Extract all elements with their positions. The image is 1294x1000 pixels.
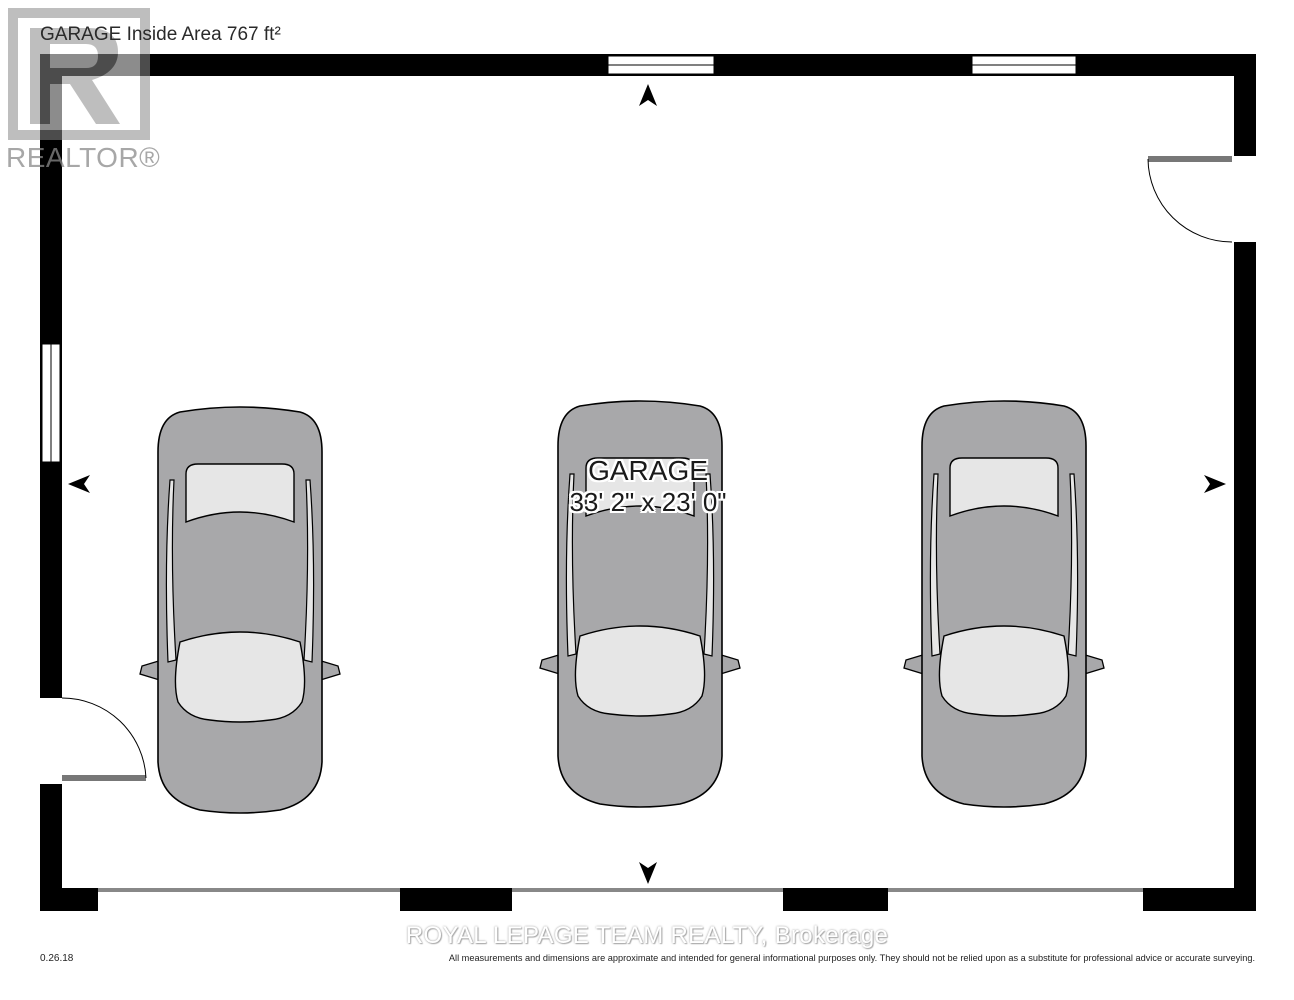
room-label: GARAGE 33' 2" x 23' 0"	[540, 455, 756, 517]
garage-door-2	[512, 888, 783, 911]
left-wall-lower	[40, 784, 62, 911]
top-windows	[607, 55, 1077, 75]
east-arrow-icon	[1204, 475, 1226, 493]
north-arrow-icon	[639, 84, 657, 106]
left-door-swing	[61, 697, 147, 779]
version-label: 0.26.18	[40, 953, 74, 964]
right-wall-upper	[1234, 54, 1256, 156]
car-icon	[903, 400, 1105, 808]
car-icon	[139, 406, 341, 814]
right-wall-lower	[1234, 242, 1256, 911]
left-door-leaf	[62, 775, 146, 781]
right-door-leaf	[1148, 156, 1232, 162]
south-arrow-icon	[639, 862, 657, 884]
garage-door-3	[888, 888, 1143, 911]
room-dimensions: 33' 2" x 23' 0"	[569, 487, 727, 517]
right-door-swing	[1147, 158, 1233, 243]
left-window	[41, 343, 61, 463]
disclaimer-text: All measurements and dimensions are appr…	[448, 953, 1255, 963]
west-arrow-icon	[68, 475, 90, 493]
room-name: GARAGE	[588, 455, 708, 486]
doors	[40, 156, 1256, 784]
garage-door-1	[98, 888, 400, 911]
garage-doors	[98, 888, 1143, 911]
brokerage-watermark: ROYAL LEPAGE TEAM REALTY, Brokerage	[405, 922, 889, 949]
direction-arrows	[68, 84, 1226, 884]
area-title: GARAGE Inside Area 767 ft²	[40, 24, 281, 45]
realtor-logo-icon	[8, 8, 150, 140]
logo-wordmark: REALTOR®	[6, 142, 161, 173]
